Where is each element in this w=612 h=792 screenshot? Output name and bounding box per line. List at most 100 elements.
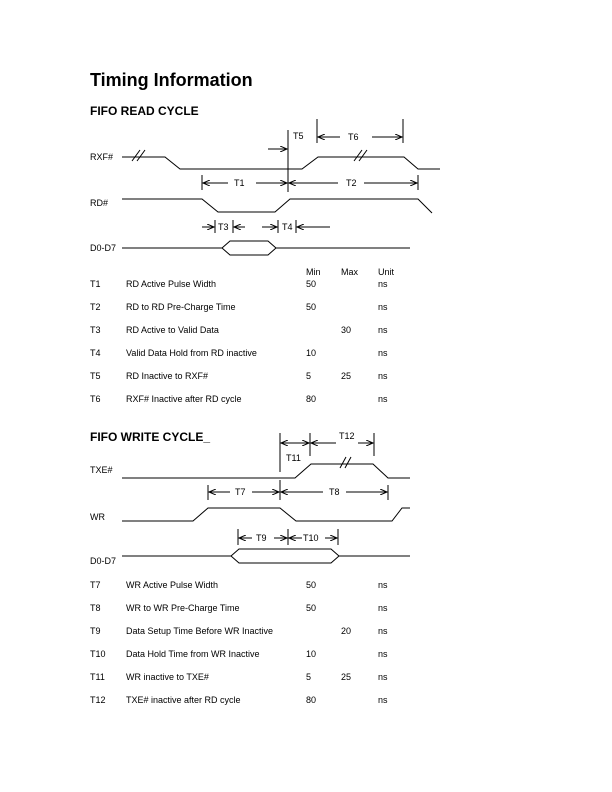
param-min: 50 [306, 580, 317, 590]
data-bus-write [122, 548, 410, 564]
write-cycle-title: FIFO WRITE CYCLE_ [90, 430, 210, 444]
table-row: T5 RD Inactive to RXF# 5 25 ns [90, 371, 510, 385]
param-unit: ns [378, 672, 388, 682]
t6-marker: T6 [318, 132, 402, 142]
t5-marker: T5 [268, 131, 304, 149]
param-unit: ns [378, 394, 388, 404]
signal-label-rxf: RXF# [90, 152, 114, 162]
param-description: RD Active to Valid Data [126, 325, 219, 335]
param-min: 50 [306, 279, 317, 289]
param-unit: ns [378, 603, 388, 613]
signal-label-txe: TXE# [90, 465, 113, 475]
param-max: 25 [341, 672, 352, 682]
t8-marker: T8 [281, 487, 387, 497]
param-max: 25 [341, 371, 352, 381]
svg-text:T1: T1 [234, 178, 245, 188]
param-id: T5 [90, 371, 101, 381]
svg-text:T8: T8 [329, 487, 340, 497]
signal-label-rd: RD# [90, 198, 109, 208]
svg-text:T5: T5 [293, 131, 304, 141]
param-description: RD to RD Pre-Charge Time [126, 302, 236, 312]
table-row: T11 WR inactive to TXE# 5 25 ns [90, 672, 510, 686]
header-min: Min [306, 267, 321, 277]
table-row: T8 WR to WR Pre-Charge Time 50 ns [90, 603, 510, 617]
svg-text:T4: T4 [282, 222, 293, 232]
param-min: 80 [306, 394, 317, 404]
param-min: 80 [306, 695, 317, 705]
param-unit: ns [378, 695, 388, 705]
t3-marker: T3 [202, 222, 245, 232]
table-row: T2 RD to RD Pre-Charge Time 50 ns [90, 302, 510, 316]
param-id: T1 [90, 279, 101, 289]
svg-text:T6: T6 [348, 132, 359, 142]
svg-text:T3: T3 [218, 222, 229, 232]
header-max: Max [341, 267, 359, 277]
param-unit: ns [378, 279, 388, 289]
wr-waveform [122, 507, 410, 522]
table-row: T1 RD Active Pulse Width 50 ns [90, 279, 510, 293]
header-unit: Unit [378, 267, 395, 277]
param-min: 5 [306, 371, 312, 381]
read-cycle-title: FIFO READ CYCLE [90, 104, 199, 118]
param-id: T11 [90, 672, 105, 682]
param-description: RD Active Pulse Width [126, 279, 217, 289]
table-row: T6 RXF# Inactive after RD cycle 80 ns [90, 394, 510, 408]
param-description: WR Active Pulse Width [126, 580, 219, 590]
t10-marker: T10 [289, 533, 337, 543]
param-min: 10 [306, 649, 317, 659]
param-unit: ns [378, 325, 388, 335]
svg-text:T11: T11 [286, 453, 301, 463]
table-row: T7 WR Active Pulse Width 50 ns [90, 580, 510, 594]
param-description: WR to WR Pre-Charge Time [126, 603, 240, 613]
param-id: T8 [90, 603, 101, 613]
param-id: T12 [90, 695, 106, 705]
param-unit: ns [378, 302, 388, 312]
param-id: T9 [90, 626, 101, 636]
read-reference-lines [201, 119, 419, 233]
rd-waveform [122, 198, 433, 214]
param-id: T3 [90, 325, 101, 335]
param-unit: ns [378, 580, 388, 590]
t9-marker: T9 [239, 533, 287, 543]
read-table-header: Min Max Unit [90, 267, 510, 281]
param-id: T2 [90, 302, 101, 312]
signal-label-data-write: D0-D7 [90, 556, 117, 566]
param-min: 50 [306, 603, 317, 613]
t7-marker: T7 [209, 487, 279, 497]
param-unit: ns [378, 371, 388, 381]
param-description: Valid Data Hold from RD inactive [126, 348, 257, 358]
param-unit: ns [378, 626, 388, 636]
signal-label-wr: WR [90, 512, 105, 522]
param-max: 20 [341, 626, 352, 636]
table-row: T10 Data Hold Time from WR Inactive 10 n… [90, 649, 510, 663]
t2-marker: T2 [289, 178, 417, 188]
signal-label-data-read: D0-D7 [90, 243, 117, 253]
param-max: 30 [341, 325, 352, 335]
txe-waveform [122, 456, 410, 479]
param-description: WR inactive to TXE# [126, 672, 209, 682]
param-unit: ns [378, 348, 388, 358]
svg-text:T2: T2 [346, 178, 357, 188]
svg-text:T10: T10 [303, 533, 319, 543]
table-row: T3 RD Active to Valid Data 30 ns [90, 325, 510, 339]
t11-marker: T11 [281, 443, 309, 463]
t1-marker: T1 [203, 178, 287, 188]
param-description: RXF# Inactive after RD cycle [126, 394, 242, 404]
t4-marker: T4 [262, 222, 330, 232]
table-row: T12 TXE# inactive after RD cycle 80 ns [90, 695, 510, 709]
param-id: T4 [90, 348, 101, 358]
t12-marker: T12 [311, 431, 373, 443]
table-row: T9 Data Setup Time Before WR Inactive 20… [90, 626, 510, 640]
svg-text:T7: T7 [235, 487, 246, 497]
svg-text:T12: T12 [339, 431, 355, 441]
svg-text:T9: T9 [256, 533, 267, 543]
table-row: T4 Valid Data Hold from RD inactive 10 n… [90, 348, 510, 362]
data-bus-read [122, 240, 410, 256]
param-id: T7 [90, 580, 101, 590]
param-description: Data Setup Time Before WR Inactive [126, 626, 274, 636]
param-min: 50 [306, 302, 317, 312]
param-description: RD Inactive to RXF# [126, 371, 209, 381]
param-id: T6 [90, 394, 101, 404]
param-id: T10 [90, 649, 106, 659]
